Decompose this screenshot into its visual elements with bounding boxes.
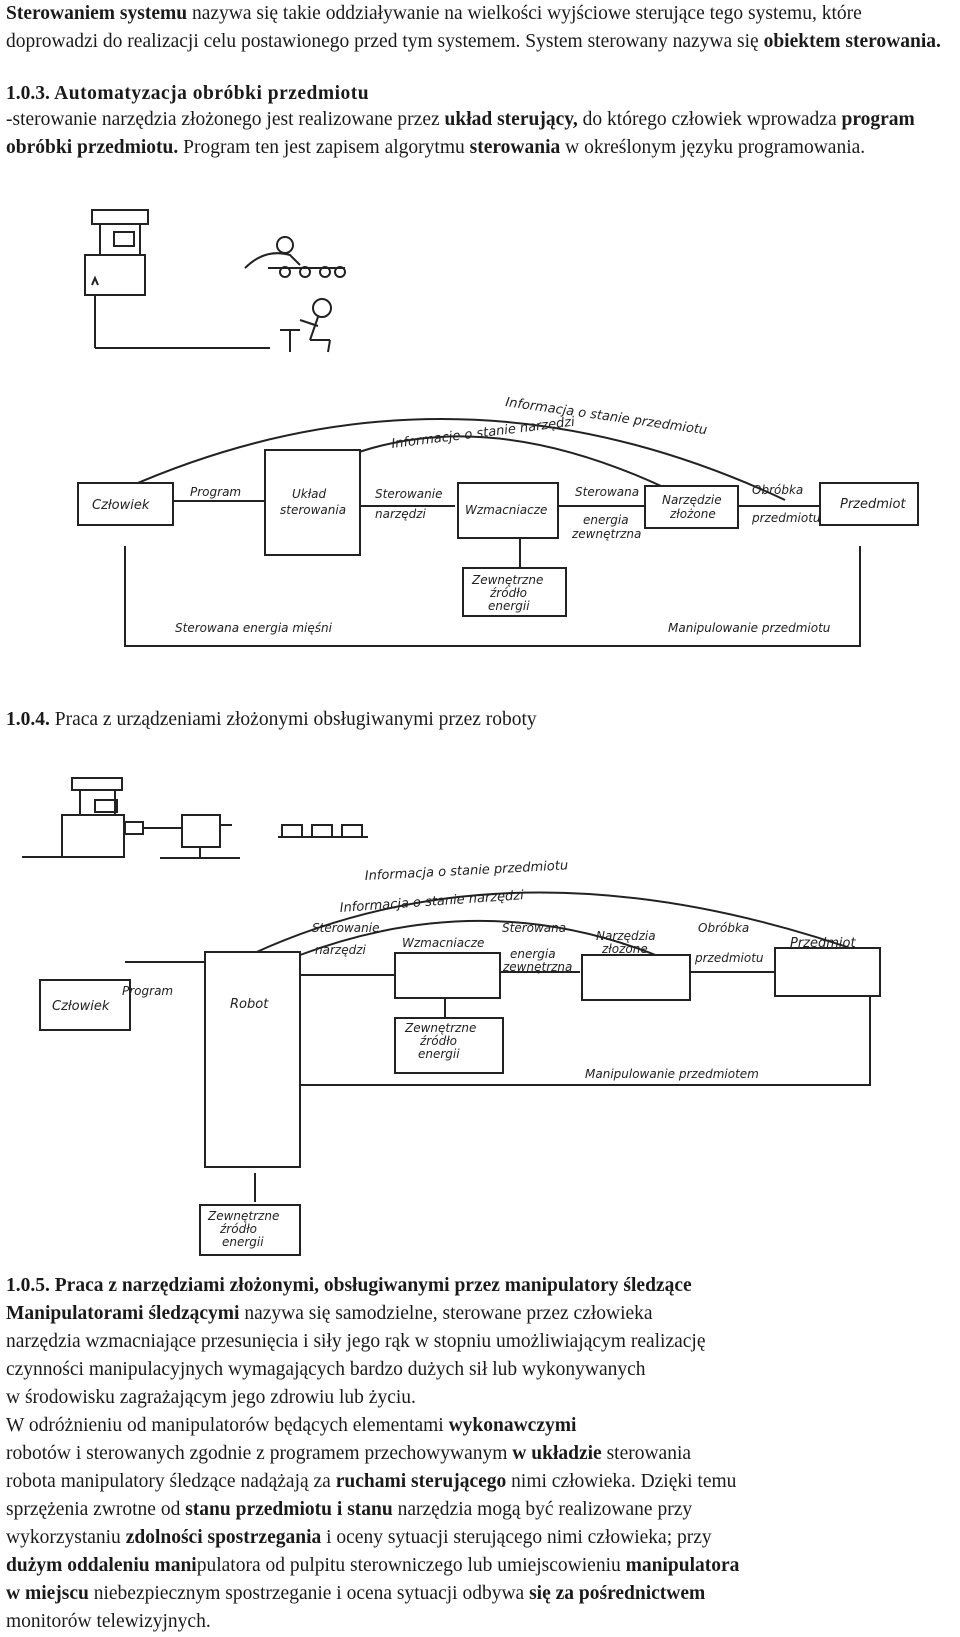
human-label: Człowiek: [92, 498, 150, 513]
top-arc-label-2: Informacja o stanie przedmiotu: [364, 860, 568, 884]
tool-control-label-2b: narzędzi: [315, 943, 366, 957]
workpiece-box: [819, 482, 919, 526]
machine-worker-illustration: [84, 209, 346, 353]
automation-block-diagram: Informacja o stanie przedmiotu Informacj…: [77, 395, 919, 647]
tools-label-2: złożone: [669, 507, 716, 521]
controller-label-2: sterowania: [280, 503, 346, 517]
human-label-2: Człowiek: [52, 999, 110, 1014]
machining-label-2: Obróbka: [698, 921, 749, 935]
inner-arc-label-2: Informacja o stanie narzędzi: [339, 888, 524, 916]
sources-label-1: Zewnętrzne: [471, 573, 543, 587]
manipulators-comparison: W odróżnieniu od manipulatorów będących …: [6, 1415, 740, 1632]
controller-box: [264, 449, 361, 556]
section-heading-104: 1.0.4. Praca z urządzeniami złożonymi ob…: [6, 709, 537, 730]
controlled-label: Sterowana: [575, 485, 639, 499]
sources-label-3: energii: [488, 599, 530, 613]
human-box: [77, 482, 174, 526]
energy-source-box-2: [394, 1017, 504, 1074]
tools-box: [644, 485, 739, 529]
amplifiers-label: Wzmacniacze: [465, 503, 547, 517]
robot-label: Robot: [230, 997, 269, 1012]
robot-box: [204, 951, 301, 1168]
robot-block-diagram: Informacja o stanie przedmiotu Informacj…: [39, 860, 881, 1256]
workpiece-label-2: Przedmiot: [790, 936, 856, 951]
sources-label-2b: źródło: [419, 1034, 457, 1048]
controller-label-1: Układ: [292, 487, 327, 501]
ext-energy-label-1: energia: [583, 513, 629, 527]
sources-label-2c: energii: [418, 1047, 460, 1061]
sources-label-3c: energii: [222, 1235, 264, 1249]
manipulators-definition: Manipulatorami śledzącymi nazywa się sam…: [6, 1303, 706, 1408]
workpiece-box-2: [774, 947, 881, 997]
program-label-2: Program: [122, 984, 173, 998]
sources-label-2a: Zewnętrzne: [404, 1021, 476, 1035]
energy-source-box: [462, 567, 567, 617]
human-box-2: [39, 979, 131, 1031]
tool-control-label-1: Sterowanie: [375, 487, 442, 501]
workpiece-label: Przedmiot: [840, 497, 906, 512]
sources-label-3a: Zewnętrzne: [207, 1209, 279, 1223]
controlled-label-2: Sterowana: [502, 921, 566, 935]
object-label-2: przedmiotu: [694, 951, 764, 965]
tool-control-label-2a: Sterowanie: [312, 921, 379, 935]
sources-label-2: źródło: [489, 586, 527, 600]
robot-cell-illustration: [22, 777, 368, 859]
manipulation-label: Manipulowanie przedmiotu: [668, 621, 831, 635]
machining-label: Obróbka: [752, 483, 803, 497]
object-label: przedmiotu: [751, 511, 821, 525]
tool-control-label-2: narzędzi: [375, 507, 426, 521]
tools-label-2b: złożone: [601, 942, 648, 956]
section-heading-103: 1.0.3. Automatyzacja obróbki przedmiotu: [6, 83, 370, 104]
amplifiers-box: [457, 482, 559, 539]
energy-source-box-3: [199, 1204, 301, 1256]
ext-energy-label-2b: zewnętrzna: [502, 960, 572, 974]
sources-label-3b: źródło: [219, 1222, 257, 1236]
amplifiers-label-2: Wzmacniacze: [402, 936, 484, 950]
ext-energy-label-2a: energia: [510, 947, 556, 961]
intro-paragraph: Sterowaniem systemu nazywa się takie odd…: [6, 3, 941, 52]
manipulation-label-2: Manipulowanie przedmiotem: [585, 1067, 759, 1081]
program-label: Program: [190, 485, 241, 499]
tools-label-2a: Narzędzia: [596, 929, 656, 943]
muscle-energy-label: Sterowana energia mięśni: [175, 621, 333, 635]
tools-box-2: [581, 954, 691, 1001]
amplifiers-box-2: [394, 952, 501, 999]
tools-label-1: Narzędzie: [662, 493, 722, 507]
automation-paragraph: -sterowanie narzędzia złożonego jest rea…: [6, 109, 915, 158]
section-heading-105: 1.0.5. Praca z narzędziami złożonymi, ob…: [6, 1275, 692, 1296]
ext-energy-label-2: zewnętrzna: [571, 527, 641, 541]
